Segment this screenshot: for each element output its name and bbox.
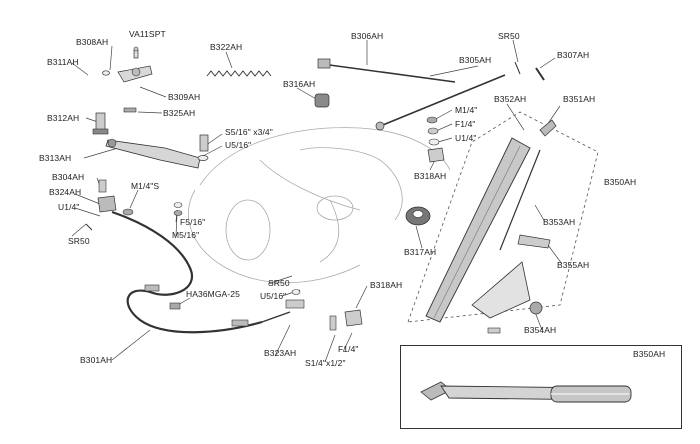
b317ah-grommet [405, 206, 431, 226]
b318ah-clip-right [427, 147, 445, 163]
b322ah-spring [206, 70, 272, 77]
label-ha36mga: HA36MGA-25 [186, 289, 240, 299]
b316ah-bush [314, 93, 330, 108]
label-b316ah: B316AH [283, 79, 316, 89]
label-b313ah: B313AH [39, 153, 72, 163]
b323ah-clevis [285, 299, 305, 309]
b355ah-pawl [517, 234, 551, 249]
label-b301ah: B301AH [80, 355, 113, 365]
b318ah-clip-bottom [344, 309, 363, 327]
b353ah-release-rod [499, 149, 541, 251]
label-b318ah-bottom: B318AH [370, 280, 403, 290]
label-s14: S1/4"x1/2" [305, 358, 346, 368]
s5-16-bolt [199, 134, 209, 152]
label-b353ah: B353AH [543, 217, 576, 227]
nut-washer-stack [426, 116, 440, 146]
u5-16-mid-washer [291, 289, 301, 295]
label-b307ah: B307AH [557, 50, 590, 60]
b352ah-handbrake-lever [425, 137, 531, 323]
label-b305ah: B305AH [459, 55, 492, 65]
b313ah-lever-arm [105, 138, 201, 169]
label-va11spt: VA11SPT [129, 29, 166, 39]
b306ah-rod [317, 58, 456, 83]
ha36mga-clip [169, 302, 181, 310]
b325ah-clip [123, 107, 137, 113]
label-m14-top: M1/4" [455, 105, 478, 115]
label-b354ah: B354AH [524, 325, 557, 335]
label-sr50-mid: SR50 [268, 278, 290, 288]
car-body-outline [188, 127, 451, 284]
label-m14s: M1/4"S [131, 181, 160, 191]
label-b322ah: B322AH [210, 42, 243, 52]
label-b308ah: B308AH [76, 37, 109, 47]
label-b311ah: B311AH [47, 57, 79, 67]
b309ah-pivot-bracket [117, 65, 153, 83]
b304ah-bolt [98, 179, 107, 193]
label-u14-left: U1/4" [58, 202, 80, 212]
va11spt-grease-nipple [133, 46, 139, 59]
b350ah-inset-panel [400, 345, 682, 429]
b354ah-ratchet-plate [471, 261, 543, 319]
label-b325ah: B325AH [163, 108, 196, 118]
label-f14-bottom: F1/4" [338, 344, 359, 354]
label-b350ah-side: B350AH [604, 177, 637, 187]
sr50-split-pin-left [85, 223, 93, 231]
b350ah-inset-drawing [420, 381, 632, 403]
b351ah-release-button [539, 119, 557, 137]
label-b306ah: B306AH [351, 31, 384, 41]
label-b323ah: B323AH [264, 348, 297, 358]
sr50-split-pin-top [514, 61, 521, 75]
label-b351ah: B351AH [563, 94, 596, 104]
leader-lines [71, 39, 563, 363]
label-f5-16: F5/16" [180, 217, 206, 227]
label-b317ah: B317AH [404, 247, 437, 257]
label-b355ah: B355AH [557, 260, 590, 270]
label-b318ah-right: B318AH [414, 171, 447, 181]
label-b304ah: B304AH [52, 172, 85, 182]
label-u14-top: U1/4" [455, 133, 477, 143]
b307ah-pin [535, 67, 545, 81]
b354ah-bolt [487, 327, 501, 334]
b301ah-cable [111, 210, 291, 334]
label-b350ah-inset: B350AH [633, 349, 666, 359]
label-f14-top: F1/4" [455, 119, 476, 129]
b324ah-clevis [97, 195, 117, 213]
m14s-nut [122, 208, 134, 216]
b308ah-washer [102, 70, 110, 76]
label-b309ah: B309AH [168, 92, 201, 102]
u5-16-washer [197, 155, 209, 161]
label-sr50-top: SR50 [498, 31, 520, 41]
m5-16-nut [173, 210, 183, 216]
b312ah-bolt [92, 112, 109, 135]
label-u5-16-mid: U5/16" [260, 291, 287, 301]
label-b312ah: B312AH [47, 113, 80, 123]
label-b324ah: B324AH [49, 187, 82, 197]
label-sr50-left: SR50 [68, 236, 90, 246]
f5-16-washer [173, 202, 183, 208]
label-u5-16: U5/16" [225, 140, 252, 150]
s14-bolt [329, 315, 337, 331]
label-s5-16: S5/16" x3/4" [225, 127, 273, 137]
label-m5-16: M5/16" [172, 230, 200, 240]
b305ah-rod [375, 74, 506, 131]
label-b352ah: B352AH [494, 94, 527, 104]
